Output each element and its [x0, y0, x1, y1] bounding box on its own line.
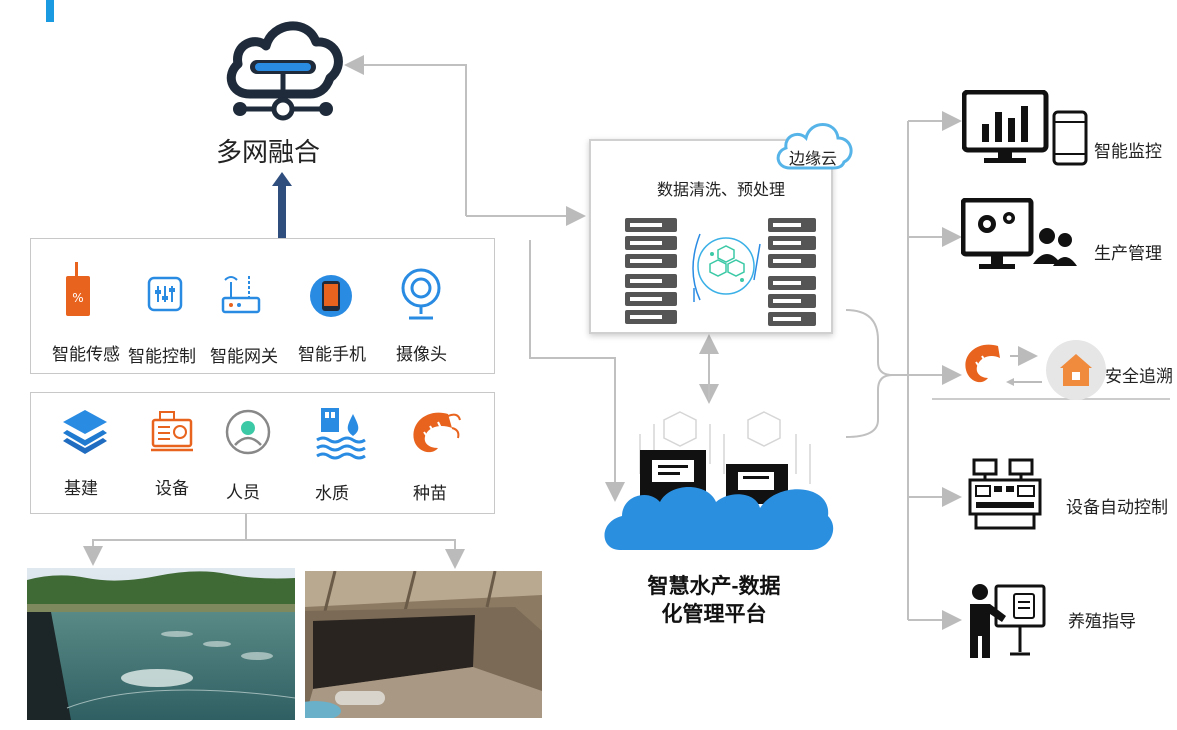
shrimp-icon: [413, 412, 461, 453]
accent-bar: [46, 0, 54, 22]
resource-label-equipment: 设备: [155, 479, 189, 498]
auto-control-icon: [968, 458, 1042, 530]
guidance-icon: [970, 584, 1046, 658]
platform-graphic: [604, 411, 834, 550]
app-label-guidance: 养殖指导: [1068, 612, 1136, 631]
platform-title-line1: 智慧水产-数据: [647, 575, 781, 598]
edge-cloud-tag-icon: [776, 123, 853, 170]
tank-photo: [305, 571, 542, 718]
sensor-icon: %: [66, 262, 90, 316]
connector-cloud-edge: [344, 55, 467, 216]
device-label-sensor: 智能传感: [52, 345, 120, 364]
layers-icon: [63, 410, 107, 454]
connector-devices-platform: [529, 240, 625, 502]
resource-label-seedling: 种苗: [413, 484, 447, 503]
device-label-camera: 摄像头: [396, 345, 447, 364]
device-label-gateway: 智能网关: [210, 347, 278, 366]
edge-cloud-tag: 边缘云: [789, 151, 838, 168]
platform-title: 智慧水产-数据 化管理平台: [628, 573, 800, 629]
resources-panel: [30, 392, 495, 514]
water-icon: [316, 408, 366, 460]
production-icon: [961, 198, 1077, 269]
traceability-icon: [965, 340, 1106, 400]
controller-icon: [147, 276, 183, 312]
device-label-smartphone: 智能手机: [298, 345, 366, 364]
resource-label-personnel: 人员: [226, 483, 260, 502]
device-label-controller: 智能控制: [128, 347, 196, 366]
svg-text:%: %: [72, 291, 83, 305]
up-arrow: [272, 172, 292, 238]
person-icon: [225, 409, 271, 455]
network-fusion-title: 多网融合: [216, 137, 321, 167]
resource-label-water: 水质: [315, 484, 349, 503]
app-label-production: 生产管理: [1094, 244, 1162, 263]
platform-title-line2: 化管理平台: [661, 603, 767, 626]
gateway-icon: [221, 276, 261, 314]
app-label-auto-control: 设备自动控制: [1066, 498, 1168, 517]
camera-icon: [401, 268, 441, 320]
monitor-icon: [962, 90, 1088, 166]
resource-label-infrastructure: 基建: [64, 479, 98, 498]
connector-brace: [845, 309, 893, 438]
pond-photo: [27, 568, 295, 720]
equipment-icon: [151, 411, 193, 452]
app-label-traceability: 安全追溯: [1105, 367, 1173, 386]
smartphone-icon: [310, 275, 352, 317]
edge-servers-graphic: [625, 218, 816, 326]
edge-cloud-caption: 数据清洗、预处理: [657, 182, 786, 199]
network-cloud-icon: [226, 21, 343, 121]
connector-resources-photos: [83, 513, 247, 566]
app-label-monitoring: 智能监控: [1094, 142, 1162, 161]
